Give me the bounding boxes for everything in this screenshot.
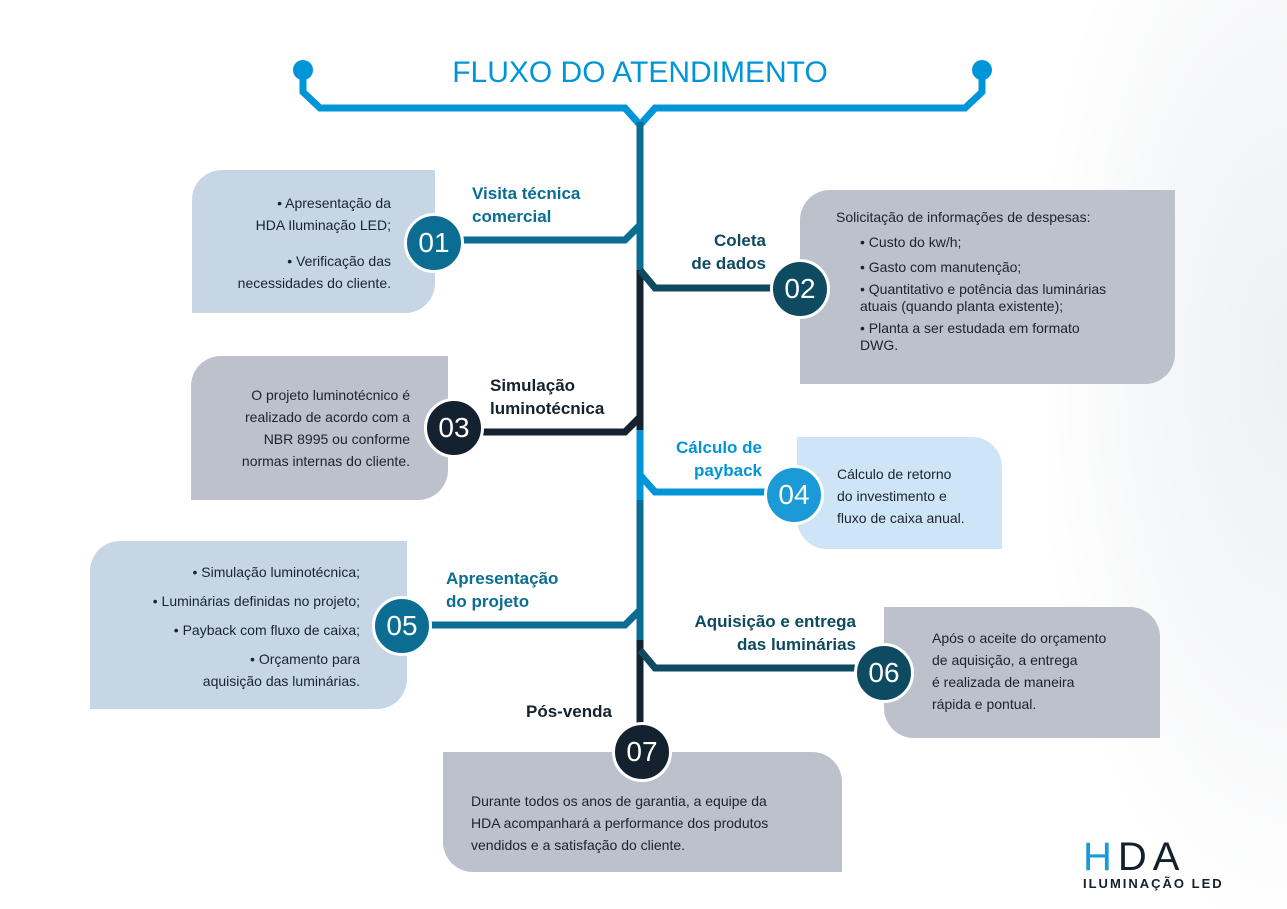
- step-01-box: • Apresentação da HDA Iluminação LED; • …: [192, 170, 435, 313]
- top-right-dot: [972, 60, 992, 80]
- step-06-number: 06: [854, 643, 914, 703]
- step-02-label: Coleta de dados: [676, 229, 766, 275]
- label-line: das luminárias: [736, 635, 856, 654]
- label-line: payback: [693, 461, 762, 480]
- label-line: do projeto: [446, 592, 530, 611]
- text: atuais (quando planta existente);: [860, 298, 1064, 314]
- text: • Verificação das: [287, 253, 391, 269]
- step-07-label: Pós-venda: [526, 700, 612, 723]
- branch-01: [455, 222, 643, 244]
- step-05-box: • Simulação luminotécnica; • Luminárias …: [90, 541, 407, 709]
- branch-04: [637, 472, 775, 496]
- step-07-number: 07: [612, 722, 672, 782]
- background-decoration: [1047, 0, 1287, 909]
- page-title: FLUXO DO ATENDIMENTO: [452, 56, 828, 89]
- text: Cálculo de retorno: [837, 466, 952, 482]
- text: Durante todos os anos de garantia, a equ…: [471, 793, 767, 809]
- label-line: Coleta: [714, 231, 766, 250]
- step-04-number: 04: [764, 465, 824, 525]
- text: normas internas do cliente.: [241, 453, 410, 469]
- text: • Custo do kw/h;: [860, 234, 962, 250]
- logo-subtitle: ILUMINAÇÃO LED: [1083, 876, 1224, 891]
- label-line: Cálculo de: [676, 438, 762, 457]
- branch-06: [637, 647, 865, 672]
- text: rápida e pontual.: [932, 696, 1037, 712]
- branch-05: [425, 607, 643, 629]
- branch-03: [475, 414, 643, 436]
- text: DWG.: [860, 337, 899, 353]
- step-04-label: Cálculo de payback: [650, 436, 762, 482]
- logo-mark: HDA: [1083, 835, 1263, 879]
- branch-02: [637, 267, 785, 292]
- text: HDA Iluminação LED;: [255, 217, 391, 233]
- text: • Gasto com manutenção;: [860, 259, 1022, 275]
- text: • Quantitativo e potência das luminárias: [860, 281, 1107, 297]
- step-06-box: Após o aceite do orçamento de aquisição,…: [884, 607, 1160, 738]
- step-02-number: 02: [770, 259, 830, 319]
- label-line: luminotécnica: [490, 399, 605, 418]
- step-05-number: 05: [372, 596, 432, 656]
- step-05-label: Apresentação do projeto: [446, 567, 558, 613]
- text: • Payback com fluxo de caixa;: [173, 622, 360, 638]
- text: • Simulação luminotécnica;: [192, 564, 360, 580]
- step-03-number: 03: [424, 398, 484, 458]
- text: realizado de acordo com a: [245, 409, 410, 425]
- step-06-label: Aquisição e entrega das luminárias: [660, 610, 856, 656]
- text: • Orçamento para: [250, 651, 360, 667]
- step-01-label: Visita técnica comercial: [472, 182, 580, 228]
- step-04-box: Cálculo de retorno do investimento e flu…: [797, 437, 1002, 549]
- label-line: Visita técnica: [472, 184, 581, 203]
- text: necessidades do cliente.: [237, 275, 391, 291]
- label-line: Apresentação: [446, 569, 559, 588]
- text: • Apresentação da: [277, 195, 391, 211]
- step-01-number: 01: [404, 213, 464, 273]
- text: fluxo de caixa anual.: [837, 510, 965, 526]
- label-line: de dados: [691, 254, 766, 273]
- text: de aquisição, a entrega: [932, 652, 1078, 668]
- step-03-box: O projeto luminotécnico é realizado de a…: [191, 356, 448, 500]
- text: • Luminárias definidas no projeto;: [152, 593, 360, 609]
- label-line: Aquisição e entrega: [694, 612, 856, 631]
- text: vendidos e a satisfação do cliente.: [471, 837, 686, 853]
- logo-da: DA: [1117, 835, 1186, 879]
- logo-h: H: [1083, 835, 1118, 879]
- text: O projeto luminotécnico é: [251, 387, 410, 403]
- text: do investimento e: [837, 488, 947, 504]
- text: Solicitação de informações de despesas:: [836, 209, 1091, 225]
- text: aquisição das luminárias.: [202, 673, 360, 689]
- step-02-box: Solicitação de informações de despesas: …: [800, 190, 1175, 384]
- top-left-dot: [293, 60, 313, 80]
- text: é realizada de maneira: [932, 674, 1075, 690]
- step-03-label: Simulação luminotécnica: [490, 374, 604, 420]
- label-line: Pós-venda: [526, 702, 612, 721]
- text: NBR 8995 ou conforme: [263, 431, 410, 447]
- hda-logo: HDA ILUMINAÇÃO LED: [1083, 835, 1263, 891]
- text: • Planta a ser estudada em formato: [860, 320, 1080, 336]
- label-line: comercial: [472, 207, 552, 226]
- text: HDA acompanhará a performance dos produt…: [471, 815, 769, 831]
- text: Após o aceite do orçamento: [932, 630, 1107, 646]
- label-line: Simulação: [490, 376, 576, 395]
